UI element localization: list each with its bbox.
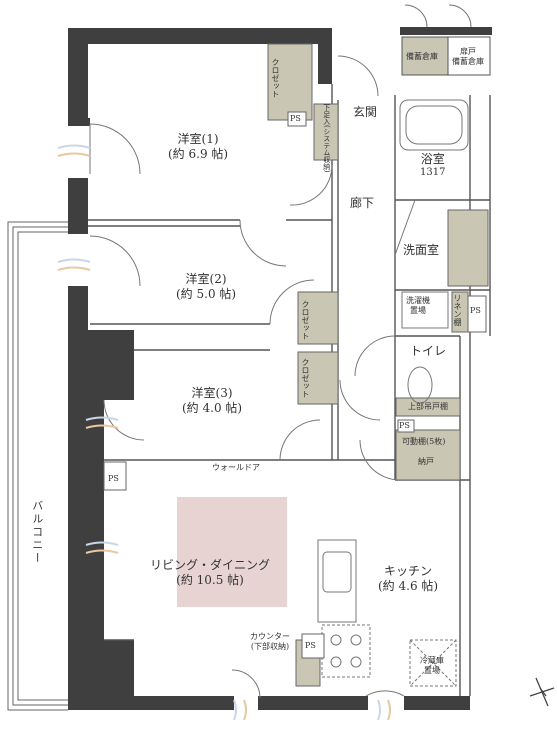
room-bath-size: 1317 [420,167,446,178]
wall-door-label: ウォールドア [212,463,260,472]
north-arrow-icon [529,677,555,707]
stock-storage-label-b-line1: 扉戸 [460,47,476,56]
closets [267,43,489,687]
room-western-3-name: 洋室(3) [191,386,233,400]
room-entrance: 玄関 [353,105,378,119]
shoe-storage-label: 下足入(システム収納) [322,104,331,173]
room-western-3: 洋室(3) (約 4.0 帖) [182,386,242,416]
room-toilet: トイレ [410,344,447,358]
room-western-1-name: 洋室(1) [177,132,219,146]
room-kitchen: キッチン (約 4.6 帖) [378,564,438,594]
room-kitchen-area: (約 4.6 帖) [378,579,439,593]
counter-label-line2: (下部収納) [250,642,290,651]
room-western-1-area: (約 6.9 帖) [168,147,229,161]
ps-marker: PS [399,421,410,430]
pantry-label: 納戸 [418,457,434,466]
fridge-label-line2: 置場 [424,666,440,675]
room-bath: 浴室 1317 [420,152,445,180]
walls [68,28,470,710]
room-western-2-area: (約 5.0 帖) [176,287,237,301]
washer-label-line1: 洗濯機 [406,296,430,305]
stock-storage-label-b: 扉戸 備蓄倉庫 [452,47,484,67]
ps-marker: PS [470,306,481,315]
ps-marker: PS [305,641,316,650]
room-washroom: 洗面室 [403,243,440,257]
room-ldk: リビング・ダイニング (約 10.5 帖) [150,558,270,588]
room-ldk-name: リビング・ダイニング [150,558,271,572]
ps-boxes [103,111,487,659]
washer-label-line2: 置場 [410,306,426,315]
closet-label-1: クロゼット [271,58,280,98]
room-western-1: 洋室(1) (約 6.9 帖) [168,132,228,162]
adjustable-shelf-label: 可動棚(5枚) [402,437,446,446]
room-western-2: 洋室(2) (約 5.0 帖) [176,272,236,302]
balcony-outline [7,221,68,711]
upper-shelf-label: 上部吊戸棚 [408,402,448,411]
ps-marker: PS [108,474,119,483]
counter-label-line1: カウンター [250,632,290,641]
counter-label: カウンター (下部収納) [250,632,290,652]
linen-shelf-label: リネン棚 [453,294,462,326]
closet-label-2: クロゼット [301,300,310,340]
doors [89,4,472,699]
storage-rooms [400,27,492,76]
room-western-3-area: (約 4.0 帖) [182,401,243,415]
fixtures [317,99,469,687]
room-bath-name: 浴室 [420,152,445,166]
room-balcony: バルコニー [30,500,44,565]
room-western-2-name: 洋室(2) [185,272,227,286]
washer-label: 洗濯機 置場 [406,296,430,316]
stock-storage-label-a: 備蓄倉庫 [406,52,438,61]
stock-storage-label-b-line2: 備蓄倉庫 [452,57,484,66]
room-ldk-area: (約 10.5 帖) [176,573,244,587]
closet-label-3: クロゼット [301,358,310,398]
living-highlight-area [177,497,287,607]
ps-marker: PS [290,114,301,123]
fridge-label-line1: 冷蔵庫 [420,656,444,665]
room-hallway: 廊下 [350,196,375,210]
fridge-label: 冷蔵庫 置場 [420,656,444,676]
window-markers [57,144,391,721]
room-kitchen-name: キッチン [384,564,433,578]
